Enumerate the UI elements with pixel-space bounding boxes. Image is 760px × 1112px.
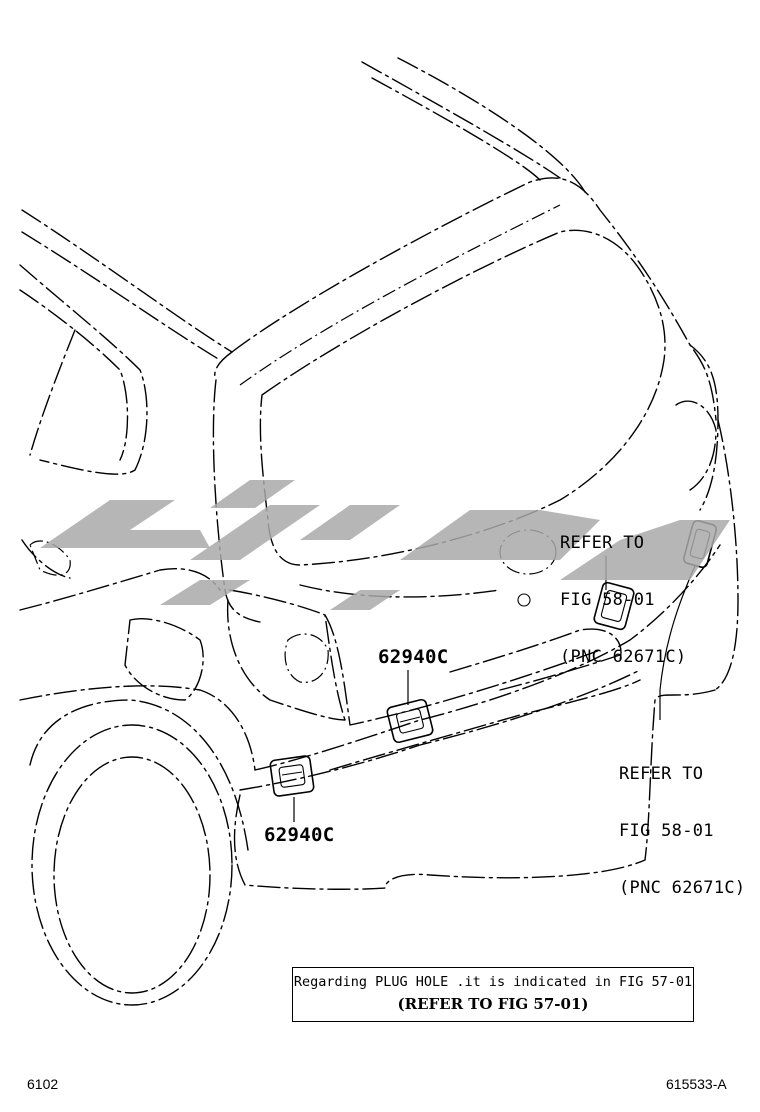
roof-outline [21,57,586,361]
part-number-lower: 62940C [264,824,335,846]
refer-callout-lower: REFER TO FIG 58-01 (PNC 62671C) [619,727,745,917]
note-line-2: (REFER TO FIG 57-01) [397,995,589,1013]
rear-hatch-outline [212,177,717,623]
footer-right-code: 615533-A [666,1076,727,1092]
rear-wheel [29,699,249,1006]
plug-62940c-lower [269,755,315,797]
plug-62671c-center [593,581,635,631]
refer-upper-line1: REFER TO [560,533,645,553]
refer-lower-line3: (PNC 62671C) [619,878,746,898]
refer-upper-line3: (PNC 62671C) [560,647,687,667]
rear-window [239,204,666,566]
rear-bumper [233,419,739,890]
footer-left-code: 6102 [27,1076,59,1092]
plug-hole-note-box: Regarding PLUG HOLE .it is indicated in … [292,967,694,1022]
watermark-logo [40,480,730,610]
side-body [19,264,256,771]
refer-lower-line1: REFER TO [619,764,704,784]
part-number-upper: 62940C [378,646,449,668]
refer-lower-line2: FIG 58-01 [619,821,714,841]
refer-callout-upper: REFER TO FIG 58-01 (PNC 62671C) [560,496,686,686]
refer-upper-line2: FIG 58-01 [560,590,655,610]
note-line-1: Regarding PLUG HOLE .it is indicated in … [293,974,693,990]
plug-62940c-upper [386,698,434,744]
